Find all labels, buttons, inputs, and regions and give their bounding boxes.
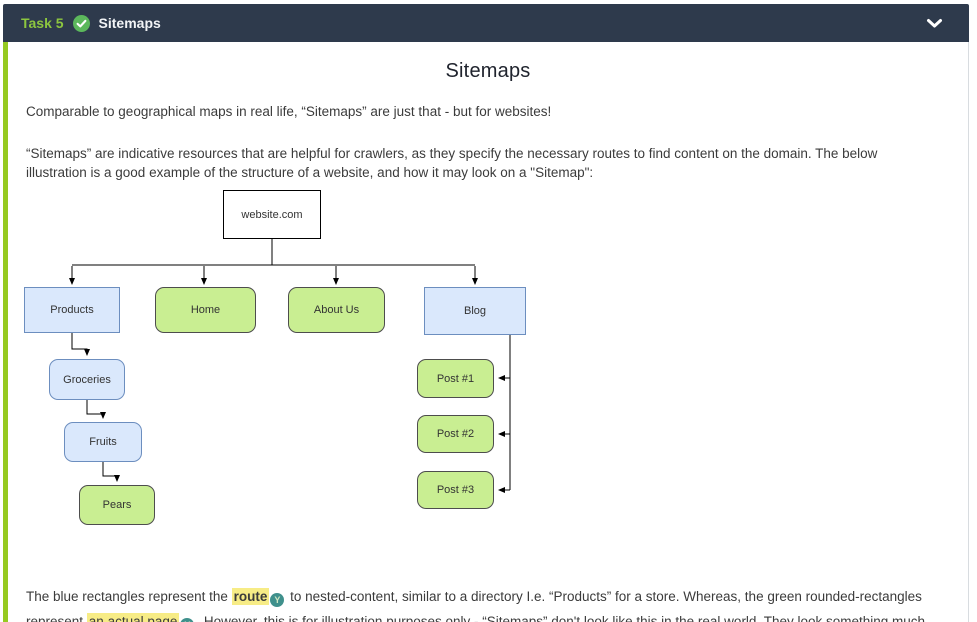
intro-paragraph: Comparable to geographical maps in real … xyxy=(26,104,552,119)
route-tooltip-icon[interactable]: Y xyxy=(270,593,285,607)
task-content: Sitemaps Comparable to geographical maps… xyxy=(3,42,969,622)
node-fruits: Fruits xyxy=(64,422,142,462)
chevron-down-icon[interactable] xyxy=(926,18,951,29)
task-title: Sitemaps xyxy=(98,15,161,31)
task-panel: Task 5 Sitemaps Sitemaps Comparable to g… xyxy=(3,4,969,622)
term-route[interactable]: route xyxy=(231,587,270,605)
node-blog: Blog xyxy=(424,287,526,335)
actual-page-tooltip-icon[interactable]: Y xyxy=(180,618,195,622)
task-header[interactable]: Task 5 Sitemaps xyxy=(3,4,969,42)
check-circle-icon xyxy=(72,14,90,32)
node-post-3: Post #3 xyxy=(417,471,494,509)
node-about-us: About Us xyxy=(288,287,385,333)
node-groceries: Groceries xyxy=(49,359,125,400)
legend-text-3: . However, this is for illustration purp… xyxy=(196,613,926,622)
page-title: Sitemaps xyxy=(445,60,531,82)
legend-text-2: to nested-content, similar to a director… xyxy=(26,588,922,622)
description-paragraph: “Sitemaps” are indicative resources that… xyxy=(26,146,878,180)
legend-text-1: The blue rectangles represent the xyxy=(26,588,232,604)
node-products: Products xyxy=(24,287,120,333)
term-actual-page[interactable]: an actual page xyxy=(86,612,180,622)
task-number-label: Task 5 xyxy=(21,15,64,31)
node-post-2: Post #2 xyxy=(417,415,494,453)
node-pears: Pears xyxy=(79,485,155,525)
node-home: Home xyxy=(155,287,256,333)
sitemap-diagram: website.com Products Home About Us Blog … xyxy=(8,188,568,540)
node-post-1: Post #1 xyxy=(417,359,494,398)
node-website: website.com xyxy=(223,190,321,239)
diagram-connectors xyxy=(69,239,511,493)
